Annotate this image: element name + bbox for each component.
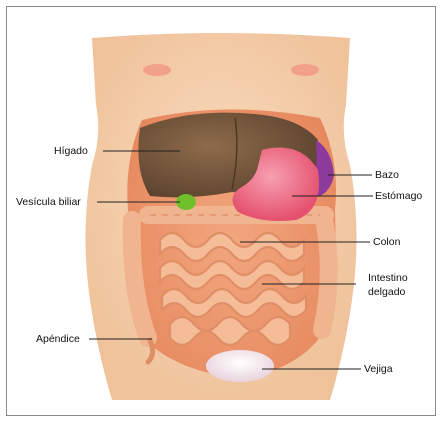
liver-label: Hígado <box>54 145 88 157</box>
appendix-label: Apéndice <box>36 333 80 345</box>
left-nipple <box>143 64 171 76</box>
bladder-label: Vejiga <box>364 363 393 375</box>
stomach-label: Estómago <box>375 190 422 202</box>
bladder-shape <box>206 350 274 382</box>
spleen-label: Bazo <box>375 169 399 181</box>
small-intestine-label-line2: delgado <box>368 286 405 298</box>
gallbladder-label: Vesícula biliar <box>16 196 81 208</box>
right-nipple <box>291 64 319 76</box>
small-intestine-label-line1: Intestino <box>368 272 408 284</box>
colon-label: Colon <box>373 236 400 248</box>
